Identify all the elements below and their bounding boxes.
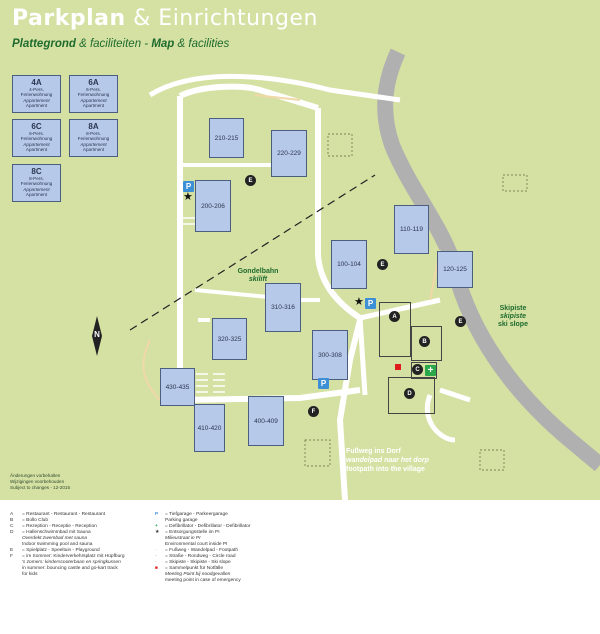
marker-e-playground[interactable]: E xyxy=(377,259,388,270)
legend-item: E= Spielplatz - Speeltuin - Playground xyxy=(10,548,100,553)
building-310-316[interactable]: 310-316 xyxy=(265,283,301,332)
marker-e-playground[interactable]: E xyxy=(455,316,466,327)
apartment-type-8a: 8A 8-Pers. Ferienwohnung Appartement Apa… xyxy=(69,119,118,157)
building-320-325[interactable]: 320-325 xyxy=(212,318,247,360)
marker-f-summer-track[interactable]: F xyxy=(308,406,319,417)
legend-item: -= Fußweg - Wandelpad - Footpath xyxy=(155,548,239,553)
swimming-pool-building[interactable] xyxy=(388,377,435,414)
legend-item: Milieustraat in PI xyxy=(165,536,201,541)
south-road xyxy=(179,387,361,403)
legend-item: for kids xyxy=(22,572,38,577)
marker-c-reception[interactable]: C xyxy=(412,364,423,375)
marker-e-playground[interactable]: E xyxy=(245,175,256,186)
legend-item: += Defibrillator - Defibrillator - Defib… xyxy=(155,524,251,529)
building-110-119[interactable]: 110-119 xyxy=(394,205,429,254)
circle-road xyxy=(177,83,362,400)
apartment-type-8c: 8C 8-Pers. Ferienwohnung Appartement Apa… xyxy=(12,164,61,202)
marker-b-bollo-club[interactable]: B xyxy=(419,336,430,347)
map-roads xyxy=(129,48,600,500)
legend-item: D= Hallenschwimmbad mit Sauna xyxy=(10,530,91,535)
legend-item: ★= Entsorgungsstelle im PI xyxy=(155,530,220,535)
building-300-308[interactable]: 300-308 xyxy=(312,330,348,380)
page-title: Parkplan & Einrichtungen xyxy=(12,6,318,31)
east-road xyxy=(357,297,441,396)
apartment-type-6a: 6A 6-Pers. Ferienwohnung Appartement Apa… xyxy=(69,75,118,113)
legend-item: C= Rezeption - Receptie - Reception xyxy=(10,524,97,529)
bollo-club-building[interactable] xyxy=(411,326,442,361)
parking-icon[interactable]: P xyxy=(318,378,329,389)
north-arrow-icon: N xyxy=(88,316,106,356)
legend-item: -= Straße - Rondweg - Circle road xyxy=(155,554,236,559)
apartment-type-6c: 6C 6-Pers. Ferienwohnung Appartement Apa… xyxy=(12,119,61,157)
legend-item: B= Bollo Club xyxy=(10,518,48,523)
meeting-point-icon xyxy=(395,364,401,370)
legend-item: P= Tiefgarage - Parkeergarage xyxy=(155,512,228,517)
legend-item: Overdekt zwembad met sauna xyxy=(22,536,88,541)
legend-item: Indoor swimming pool and sauna xyxy=(22,542,93,547)
gondola-line xyxy=(129,174,376,331)
legend-item: Environmental court inside PI xyxy=(165,542,228,547)
building-400-409[interactable]: 400-409 xyxy=(248,396,284,446)
legend-item: in summer: bouncing castle and go-kart t… xyxy=(22,566,118,571)
building-410-420[interactable]: 410-420 xyxy=(194,404,225,452)
parking-stalls xyxy=(180,217,225,399)
footpath-2 xyxy=(424,387,471,443)
marker-d-pool[interactable]: D xyxy=(404,388,415,399)
disposal-point-star-icon: ★ xyxy=(183,191,193,203)
disposal-point-star-icon: ★ xyxy=(354,296,364,308)
legend-item: F= im Sommer: Kinderverkehrsplatz mit Hü… xyxy=(10,554,125,559)
ski-slope-path xyxy=(377,48,600,472)
village-road xyxy=(336,319,363,500)
legend-item: A= Restaurant - Restaurant - Restaurant xyxy=(10,512,106,517)
building-430-435[interactable]: 430-435 xyxy=(160,368,195,406)
facility-legend: A= Restaurant - Restaurant - Restaurant … xyxy=(0,500,600,634)
apartment-type-4a: 4A 4-Pers. Ferienwohnung Appartement Apa… xyxy=(12,75,61,113)
building-220-229[interactable]: 220-229 xyxy=(271,130,307,177)
building-120-125[interactable]: 120-125 xyxy=(437,251,473,288)
legend-item: -= Skipiste - Skipiste - Ski slope xyxy=(155,560,231,565)
page-subtitle: Plattegrond & faciliteiten - Map & facil… xyxy=(12,38,230,50)
legend-left-column: A= Restaurant - Restaurant - Restaurant … xyxy=(10,512,125,578)
field-outline xyxy=(502,174,528,192)
park-map: Parkplan & Einrichtungen Plattegrond & f… xyxy=(0,0,600,500)
building-210-215[interactable]: 210-215 xyxy=(209,118,244,158)
field-outline xyxy=(304,439,331,467)
field-outline xyxy=(327,133,353,157)
legend-item: 's zomers: kinderscooterbaan en springku… xyxy=(22,560,121,565)
outer-road xyxy=(148,73,401,103)
parking-icon[interactable]: P xyxy=(183,181,194,192)
parking-icon[interactable]: P xyxy=(365,298,376,309)
legend-item: Meeting Point bij noodgevallen xyxy=(165,572,231,577)
legend-item: ■= Sammelpunkt für Notfälle xyxy=(155,566,223,571)
building-100-104[interactable]: 100-104 xyxy=(331,240,367,289)
restaurant-building[interactable] xyxy=(379,302,411,357)
legend-item: meeting point in case of emergency xyxy=(165,578,241,583)
legend-item: Parking garage xyxy=(165,518,198,523)
legend-right-column: P= Tiefgarage - Parkeergarage Parking ga… xyxy=(155,512,250,584)
field-outline xyxy=(479,449,505,471)
building-200-206[interactable]: 200-206 xyxy=(195,180,231,232)
defibrillator-icon: + xyxy=(425,365,436,376)
changes-note: Änderungen vorbehalten Wijzigingen voorb… xyxy=(10,473,71,490)
reception-building[interactable] xyxy=(411,362,437,379)
marker-a-restaurant[interactable]: A xyxy=(389,311,400,322)
